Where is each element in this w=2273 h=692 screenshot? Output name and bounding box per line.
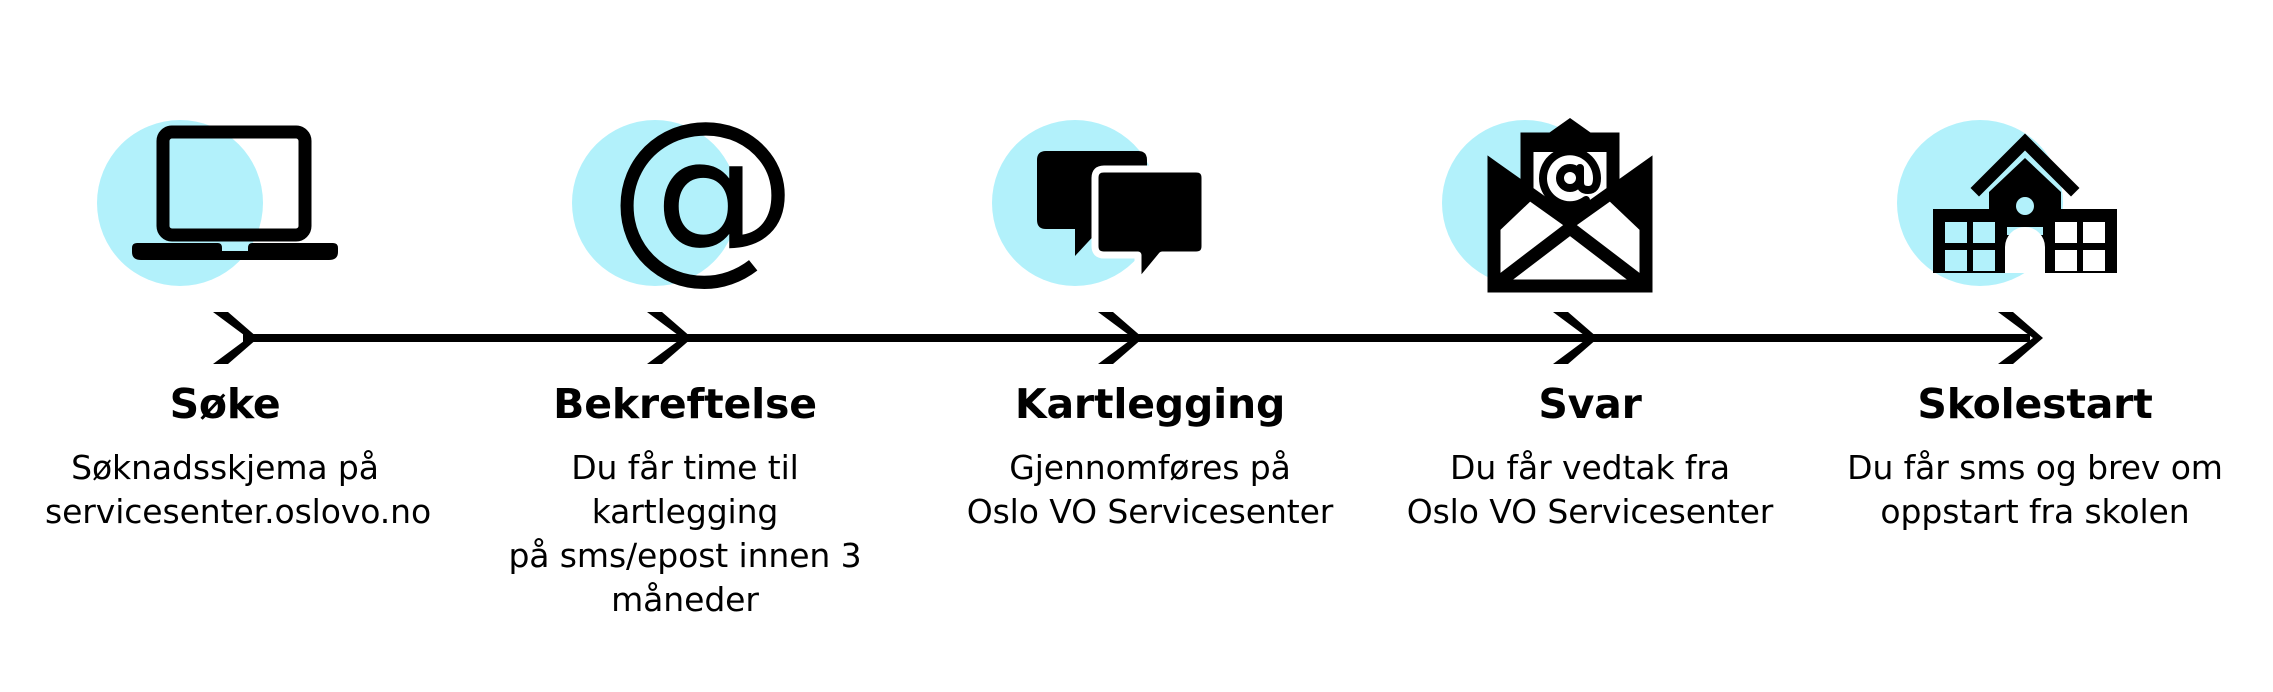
step-description: Du får sms og brev om oppstart fra skole…	[1847, 448, 2223, 531]
icon-row: @	[0, 0, 2273, 300]
open-envelope-at-icon	[1420, 110, 1720, 300]
step-title: Skolestart	[1917, 380, 2153, 428]
step-1-icon-slot	[75, 110, 375, 300]
accent-circle	[572, 120, 738, 286]
step-1-text: Søke Søknadsskjema på servicesenter.oslo…	[45, 378, 432, 534]
chat-bubbles-icon	[970, 110, 1270, 300]
step-3-text: Kartlegging Gjennomføres på Oslo VO Serv…	[950, 378, 1350, 534]
step-title: Svar	[1538, 380, 1642, 428]
step-description: Gjennomføres på Oslo VO Servicesenter	[966, 448, 1334, 531]
step-3-icon-slot	[970, 110, 1270, 300]
step-2-icon-slot: @	[550, 80, 850, 301]
step-description: Søknadsskjema på servicesenter.oslovo.no	[45, 448, 432, 531]
step-2-text: Bekreftelse Du får time til kartlegging …	[490, 378, 880, 622]
step-description: Du får vedtak fra Oslo VO Servicesenter	[1406, 448, 1774, 531]
step-5-text: Skolestart Du får sms og brev om oppstar…	[1845, 378, 2225, 534]
label-row: Søke Søknadsskjema på servicesenter.oslo…	[0, 378, 2273, 638]
step-4-text: Svar Du får vedtak fra Oslo VO Servicese…	[1390, 378, 1790, 534]
step-description: Du får time til kartlegging på sms/epost…	[508, 448, 862, 619]
step-title: Kartlegging	[1014, 380, 1286, 428]
timeline-arrow	[0, 300, 2273, 380]
chevron-markers	[213, 312, 2043, 364]
step-title: Bekreftelse	[553, 380, 817, 428]
step-title: Søke	[169, 380, 281, 428]
step-4-icon-slot	[1420, 110, 1720, 300]
step-5-icon-slot	[1875, 110, 2175, 300]
school-building-icon	[1875, 110, 2175, 300]
at-sign-icon: @	[608, 80, 798, 301]
laptop-icon	[75, 110, 375, 300]
